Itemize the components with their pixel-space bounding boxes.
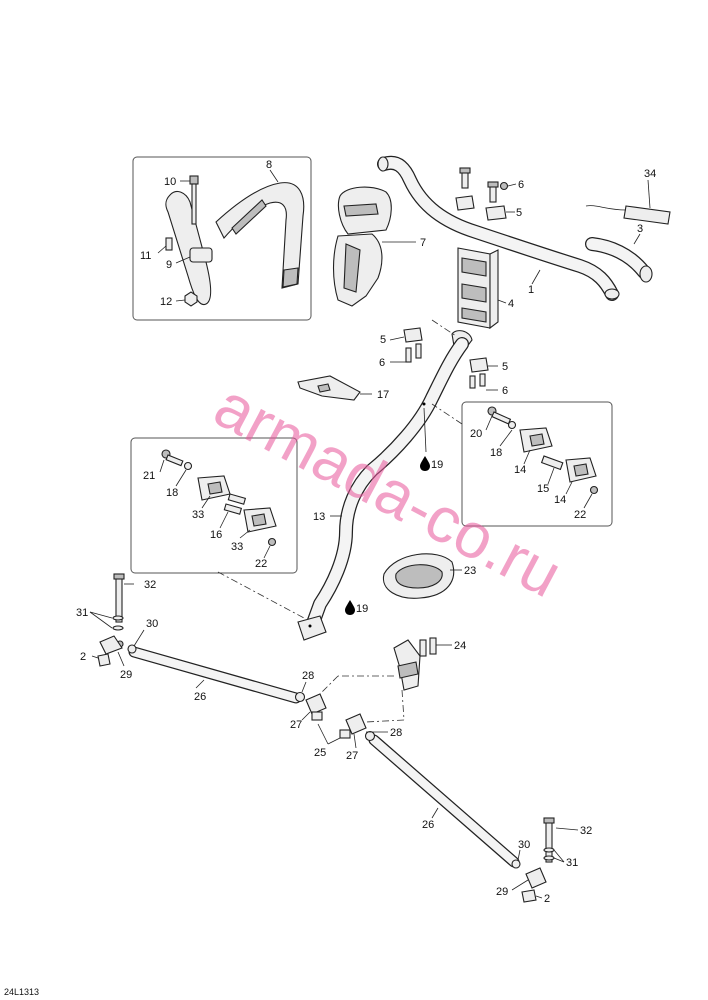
callout-8: 8 — [266, 159, 272, 171]
part-17 — [297, 375, 372, 401]
grip-parts — [585, 179, 671, 283]
handlebar — [377, 155, 620, 301]
callout-7: 7 — [420, 237, 426, 249]
callout-6: 6 — [379, 357, 385, 369]
callout-30: 30 — [518, 839, 530, 851]
riser-block — [457, 247, 507, 330]
pitman-arm — [315, 637, 452, 723]
callout-14: 14 — [514, 464, 526, 476]
callout-20: 20 — [470, 428, 482, 440]
callout-6: 6 — [502, 385, 508, 397]
callout-24: 24 — [454, 640, 466, 652]
callout-labels: 8 10 11 9 12 7 6 5 4 1 34 3 5 6 5 6 17 1… — [76, 159, 656, 905]
callout-1: 1 — [528, 284, 534, 296]
callout-25: 25 — [314, 747, 326, 759]
detail-box-right — [461, 401, 613, 527]
callout-33: 33 — [192, 509, 204, 521]
callout-30: 30 — [146, 618, 158, 630]
callout-19: 19 — [431, 459, 443, 471]
callout-28: 28 — [302, 670, 314, 682]
callout-13: 13 — [313, 511, 325, 523]
callout-29: 29 — [120, 669, 132, 681]
lubricant-symbols — [308, 402, 430, 628]
detail-box-left — [130, 437, 298, 574]
callout-18: 18 — [490, 447, 502, 459]
callout-2: 2 — [544, 893, 550, 905]
callout-31: 31 — [566, 857, 578, 869]
callout-32: 32 — [580, 825, 592, 837]
drawing-code: 24L1313 — [4, 987, 39, 997]
callout-26: 26 — [194, 691, 206, 703]
tie-rod-upper — [89, 573, 345, 745]
callout-15: 15 — [537, 483, 549, 495]
callout-5: 5 — [502, 361, 508, 373]
drop-icon — [345, 600, 355, 615]
callout-21: 21 — [143, 470, 155, 482]
callout-5: 5 — [516, 207, 522, 219]
callout-18: 18 — [166, 487, 178, 499]
callout-10: 10 — [164, 176, 176, 188]
callout-3: 3 — [637, 223, 643, 235]
callout-27: 27 — [346, 750, 358, 762]
callout-29: 29 — [496, 886, 508, 898]
callout-17: 17 — [377, 389, 389, 401]
callout-16: 16 — [210, 529, 222, 541]
right-box-parts — [431, 403, 599, 509]
callout-34: 34 — [644, 168, 656, 180]
callout-28: 28 — [390, 727, 402, 739]
callout-19: 19 — [356, 603, 368, 615]
part-23 — [382, 553, 462, 599]
callout-33: 33 — [231, 541, 243, 553]
callout-6: 6 — [518, 179, 524, 191]
callout-26: 26 — [422, 819, 434, 831]
callout-5: 5 — [380, 334, 386, 346]
steering-column — [297, 319, 469, 641]
callout-11: 11 — [140, 250, 151, 262]
callout-31: 31 — [76, 607, 88, 619]
callout-22: 22 — [255, 558, 267, 570]
left-box-parts — [159, 449, 305, 619]
callout-22: 22 — [574, 509, 586, 521]
handlebar-cover — [333, 186, 416, 307]
callout-27: 27 — [290, 719, 302, 731]
callout-14: 14 — [554, 494, 566, 506]
callout-32: 32 — [144, 579, 156, 591]
callout-2: 2 — [80, 651, 86, 663]
callout-12: 12 — [160, 296, 172, 308]
tie-rod-lower — [339, 713, 579, 903]
handlebar-pad-group — [157, 169, 305, 307]
detail-box-top-left — [132, 156, 312, 321]
callout-9: 9 — [166, 259, 172, 271]
drop-icon — [420, 456, 430, 471]
upper-clamps — [455, 167, 517, 221]
callout-4: 4 — [508, 298, 514, 310]
callout-23: 23 — [464, 565, 476, 577]
